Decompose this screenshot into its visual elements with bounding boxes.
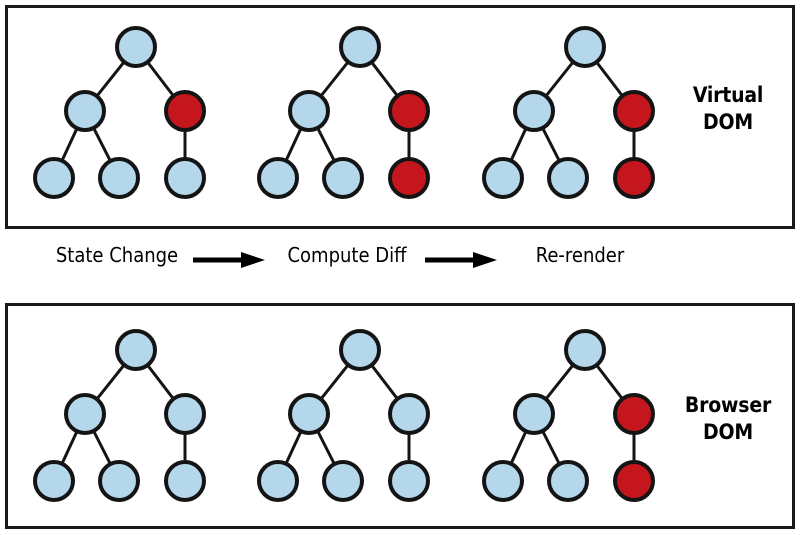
browser-dom-label: Browser DOM [684,393,772,444]
process-strip: State Change Compute Diff Re-render [5,240,795,296]
process-step-state-change: State Change [55,243,179,267]
virtual-dom-label: Virtual DOM [692,83,764,134]
process-step-compute-diff: Compute Diff [287,243,407,267]
process-arrow-2-icon [425,252,497,268]
process-arrow-1-icon [193,252,265,268]
process-step-re-render: Re-render [535,243,625,267]
